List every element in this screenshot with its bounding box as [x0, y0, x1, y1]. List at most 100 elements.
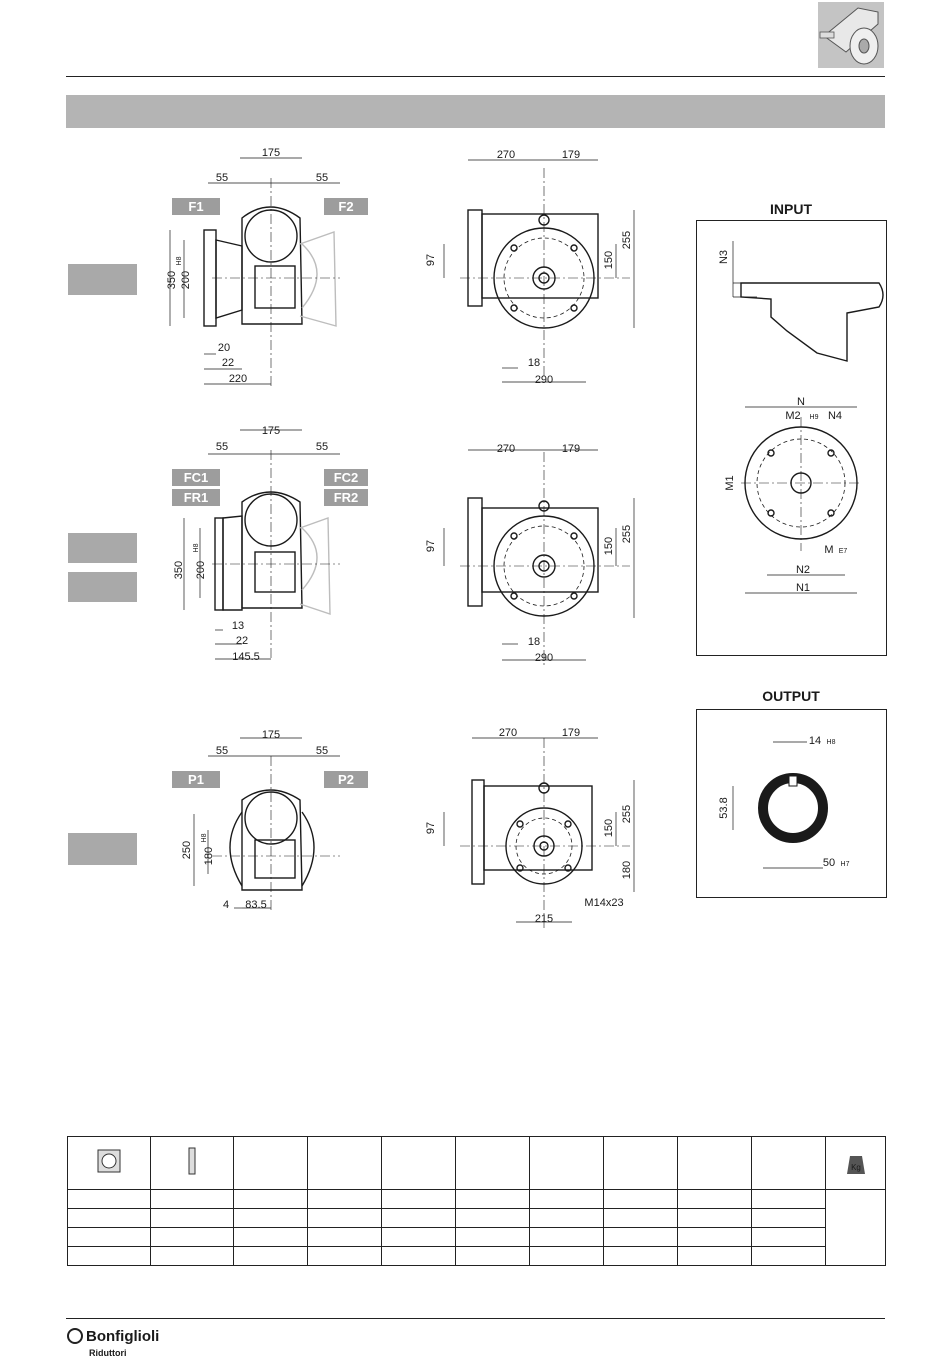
- dim-215: 215: [535, 913, 553, 925]
- tag-p2: P2: [324, 771, 368, 788]
- tag-p1: P1: [172, 771, 220, 788]
- dim-255: 255: [621, 525, 633, 543]
- dim-180-side: 180: [621, 861, 633, 879]
- dim-179: 179: [562, 149, 580, 161]
- label-key-tol: H8: [827, 739, 836, 746]
- dim-255: 255: [621, 231, 633, 249]
- dim-270: 270: [497, 443, 515, 455]
- category-box-1: [68, 264, 137, 295]
- gearbox-outline: [203, 178, 340, 388]
- table-row: [67, 1189, 886, 1266]
- output-drawing: 14 H8 53.8 50 H7: [718, 735, 850, 869]
- front-view-f: 175 55 55 350 200 H8 20 22 220: [166, 148, 340, 388]
- dim-55-right: 55: [316, 172, 328, 184]
- side-view-p: 270 179 97 150 255 180 M14x23 215: [425, 727, 635, 930]
- table-row: [67, 1246, 886, 1266]
- spec-table: Kg: [67, 1136, 886, 1266]
- table-row: [67, 1227, 886, 1247]
- dim-150: 150: [603, 537, 615, 555]
- housing-outline: [460, 452, 630, 666]
- dim-145-5: 145.5: [232, 651, 260, 663]
- label-bore: 50: [823, 857, 835, 869]
- tag-fr2: FR2: [324, 489, 368, 506]
- label-m2-tol: H9: [810, 414, 819, 421]
- label-m: M: [824, 544, 833, 556]
- table-header-weight: Kg: [825, 1136, 886, 1190]
- dim-150: 150: [603, 819, 615, 837]
- table-header-gearbox: [67, 1136, 151, 1190]
- front-view-p: 175 55 55 250 180 H8 4 83.5: [181, 729, 340, 912]
- dim-180-tol: H8: [201, 833, 208, 842]
- dim-13: 13: [232, 620, 244, 632]
- output-panel: 14 H8 53.8 50 H7: [696, 709, 887, 898]
- brand-mark-icon: [67, 1328, 83, 1344]
- label-n: N: [797, 396, 805, 408]
- dim-18: 18: [528, 357, 540, 369]
- label-n4: N4: [828, 410, 842, 422]
- dim-179: 179: [562, 443, 580, 455]
- tag-fc2: FC2: [324, 469, 368, 486]
- tag-fc1: FC1: [172, 469, 220, 486]
- gearbox-product-icon: [818, 2, 884, 68]
- table-row: [67, 1208, 886, 1228]
- dim-290: 290: [535, 652, 553, 664]
- side-view-f: 270 179 97 150 255 18 290: [425, 149, 635, 386]
- side-view-fc: 270 179 97 150 255 18 290: [425, 443, 635, 666]
- label-key: 14: [809, 735, 821, 747]
- dim-m14x23: M14x23: [584, 897, 623, 909]
- dim-97: 97: [425, 540, 437, 552]
- dim-175: 175: [262, 148, 280, 159]
- dim-200: 200: [195, 561, 207, 579]
- dim-55-left: 55: [216, 745, 228, 757]
- output-title: OUTPUT: [762, 688, 820, 704]
- gearbox-front-icon: [97, 1149, 121, 1172]
- label-m2: M2: [785, 410, 800, 422]
- dim-4: 4: [223, 899, 229, 911]
- footer-rule: [66, 1318, 885, 1319]
- table-header-row: Kg: [67, 1136, 886, 1190]
- dim-255: 255: [621, 805, 633, 823]
- dim-83-5: 83.5: [245, 899, 266, 911]
- dim-220: 220: [229, 373, 247, 385]
- label-m1: M1: [724, 475, 736, 490]
- dim-200-tol: H8: [176, 256, 183, 265]
- dim-250: 250: [181, 841, 193, 859]
- dim-350: 350: [173, 561, 185, 579]
- label-n3: N3: [718, 250, 730, 264]
- dim-180: 180: [203, 847, 215, 865]
- dim-350: 350: [166, 271, 178, 289]
- label-n2: N2: [796, 564, 810, 576]
- dim-22: 22: [222, 357, 234, 369]
- svg-text:Kg: Kg: [851, 1163, 861, 1172]
- front-view-fc: 175 55 55 350 200 H8 13 22 145.5: [173, 425, 340, 663]
- weight-kg-icon: Kg: [846, 1155, 865, 1174]
- dim-55-left: 55: [216, 172, 228, 184]
- category-box-2: [68, 533, 137, 563]
- dim-55-right: 55: [316, 745, 328, 757]
- flange-icon: [188, 1147, 196, 1174]
- housing-outline: [460, 738, 630, 930]
- dim-55-left: 55: [216, 441, 228, 453]
- input-panel: N3 N M2 H9 N4 M1 M E7 N2 N1: [696, 220, 887, 656]
- dim-175: 175: [262, 425, 280, 437]
- dim-270: 270: [497, 149, 515, 161]
- gearbox-outline: [212, 756, 340, 912]
- input-flange-side: N3: [718, 241, 884, 362]
- input-drawings: N3 N M2 H9 N4 M1 M E7 N2 N1: [718, 241, 884, 594]
- dim-200: 200: [180, 271, 192, 289]
- dim-290: 290: [535, 374, 553, 386]
- tag-f1: F1: [172, 198, 220, 215]
- dim-150: 150: [603, 251, 615, 269]
- category-box-4: [68, 833, 137, 865]
- dim-175: 175: [262, 729, 280, 741]
- dim-270: 270: [499, 727, 517, 739]
- dim-18: 18: [528, 636, 540, 648]
- gearbox-outline: [212, 450, 340, 660]
- tag-f2: F2: [324, 198, 368, 215]
- dim-20: 20: [218, 342, 230, 354]
- label-m-tol: E7: [839, 548, 848, 555]
- brand-logo: Bonfiglioli: [67, 1328, 159, 1345]
- header-rule: [66, 76, 885, 77]
- table-header-flange: [150, 1136, 234, 1190]
- product-thumbnail: [818, 2, 884, 68]
